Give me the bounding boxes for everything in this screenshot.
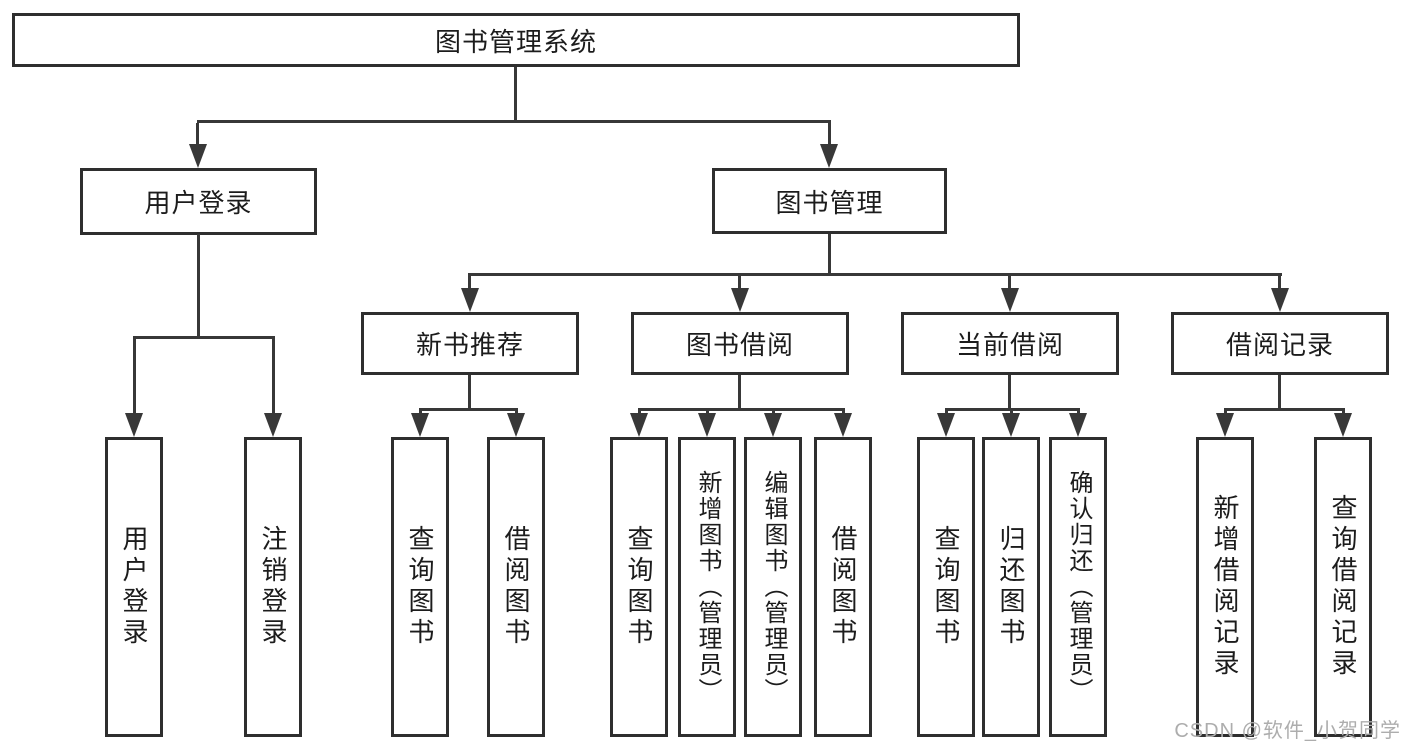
arrowhead-icon [507, 413, 525, 437]
connector-book-management-vertical [828, 234, 831, 276]
arrowhead-icon [630, 413, 648, 437]
node-borrow-records-label: 借阅记录 [1225, 330, 1334, 360]
arrowhead-leaf-user-login-icon [125, 413, 143, 437]
connector-book-management-horizontal [468, 273, 1282, 276]
connector-borrow-records-horizontal [1224, 408, 1345, 411]
arrowhead-icon [937, 413, 955, 437]
node-book-borrow-label: 图书借阅 [685, 330, 794, 360]
connector-stub-book-management [828, 123, 831, 151]
connector-new-book-vertical [468, 375, 471, 411]
root-node-book-management-system: 图书管理系统 [12, 13, 1020, 67]
connector-borrow-records-vertical [1278, 375, 1281, 411]
leaf-user-login-label: 用户登录 [119, 525, 149, 649]
leaf-logout-label: 注销登录 [258, 525, 288, 649]
node-current-borrow: 当前借阅 [901, 312, 1119, 375]
connector-user-login-horizontal [133, 336, 274, 339]
arrowhead-leaf-logout-icon [264, 413, 282, 437]
leaf-user-login: 用户登录 [105, 437, 163, 737]
leaf-confirm-return-admin-label: 确认归还（管理员） [1065, 470, 1092, 704]
leaf-borrow-books-recommend: 借阅图书 [487, 437, 545, 737]
arrowhead-book-management-icon [820, 144, 838, 168]
leaf-add-book-admin-label: 新增图书（管理员） [694, 470, 721, 704]
connector-stub-current-borrow [1008, 276, 1011, 292]
root-node-label: 图书管理系统 [434, 26, 597, 57]
leaf-edit-book-admin: 编辑图书（管理员） [744, 437, 802, 737]
csdn-watermark: CSDN @软件_小贺同学 [1174, 720, 1401, 742]
leaf-query-books-recommend: 查询图书 [391, 437, 449, 737]
arrowhead-book-borrow-icon [731, 288, 749, 312]
leaf-return-books-label: 归还图书 [996, 525, 1026, 649]
arrowhead-icon [1334, 413, 1352, 437]
connector-current-borrow-vertical [1008, 375, 1011, 411]
node-borrow-records: 借阅记录 [1171, 312, 1389, 375]
arrowhead-icon [1069, 413, 1087, 437]
connector-stub-leaf-user-login [133, 336, 136, 428]
leaf-add-borrow-record: 新增借阅记录 [1196, 437, 1254, 737]
node-new-book-recommend: 新书推荐 [361, 312, 579, 375]
leaf-query-books-current-label: 查询图书 [931, 525, 961, 649]
leaf-query-borrow-record: 查询借阅记录 [1314, 437, 1372, 737]
connector-stub-new-book [468, 276, 471, 292]
leaf-borrow-books-recommend-label: 借阅图书 [501, 525, 531, 649]
connector-root-vertical [514, 67, 517, 123]
arrowhead-user-login-icon [189, 144, 207, 168]
leaf-borrow-books: 借阅图书 [814, 437, 872, 737]
leaf-logout: 注销登录 [244, 437, 302, 737]
node-book-management-label: 图书管理 [775, 187, 884, 218]
node-user-login-label: 用户登录 [144, 188, 253, 218]
connector-root-horizontal [197, 120, 831, 123]
arrowhead-new-book-icon [461, 288, 479, 312]
arrowhead-borrow-records-icon [1271, 288, 1289, 312]
arrowhead-icon [834, 413, 852, 437]
arrowhead-icon [1002, 413, 1020, 437]
arrowhead-icon [764, 413, 782, 437]
node-current-borrow-label: 当前借阅 [955, 330, 1064, 360]
leaf-add-borrow-record-label: 新增借阅记录 [1210, 494, 1240, 680]
connector-book-borrow-horizontal [638, 408, 845, 411]
leaf-query-books-current: 查询图书 [917, 437, 975, 737]
leaf-query-borrow-record-label: 查询借阅记录 [1328, 494, 1358, 680]
arrowhead-icon [1216, 413, 1234, 437]
node-book-borrow: 图书借阅 [631, 312, 849, 375]
node-user-login: 用户登录 [80, 168, 317, 235]
connector-book-borrow-vertical [738, 375, 741, 411]
connector-stub-book-borrow [738, 276, 741, 292]
node-book-management: 图书管理 [712, 168, 947, 234]
leaf-add-book-admin: 新增图书（管理员） [678, 437, 736, 737]
arrowhead-icon [698, 413, 716, 437]
leaf-query-books-borrow-label: 查询图书 [624, 525, 654, 649]
leaf-return-books: 归还图书 [982, 437, 1040, 737]
connector-new-book-horizontal [419, 408, 518, 411]
node-new-book-recommend-label: 新书推荐 [415, 330, 524, 360]
connector-stub-borrow-records [1278, 276, 1281, 292]
arrowhead-current-borrow-icon [1001, 288, 1019, 312]
connector-stub-leaf-logout [272, 336, 275, 428]
leaf-query-books-borrow: 查询图书 [610, 437, 668, 737]
leaf-borrow-books-label: 借阅图书 [828, 525, 858, 649]
leaf-confirm-return-admin: 确认归还（管理员） [1049, 437, 1107, 737]
connector-stub-user-login [196, 123, 199, 151]
connector-user-login-vertical [197, 234, 200, 339]
arrowhead-icon [411, 413, 429, 437]
leaf-query-books-recommend-label: 查询图书 [405, 525, 435, 649]
leaf-edit-book-admin-label: 编辑图书（管理员） [760, 470, 787, 704]
